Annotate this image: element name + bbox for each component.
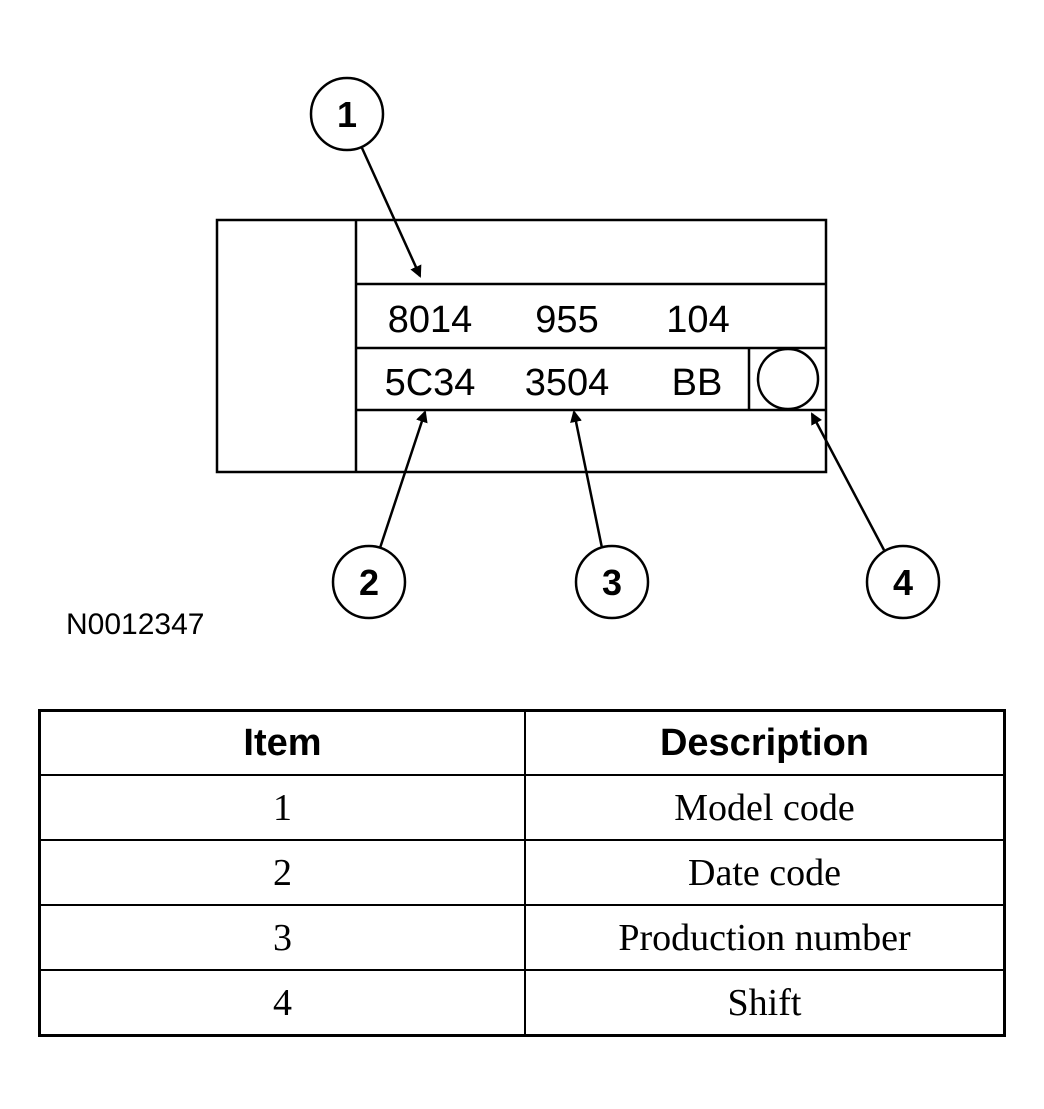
date-code-value: 5C34 [385,362,476,404]
table-row: 2 Date code [38,839,1006,906]
id-label [215,218,828,474]
model-code-part-2: 955 [535,299,598,341]
description-cell: Model code [524,774,1006,841]
legend-table: Item Description 1 Model code 2 Date cod… [38,709,1006,1037]
header-description: Description [524,709,1006,776]
item-cell: 1 [38,774,526,841]
callout-3-circle [574,544,650,620]
callout-4-leader [810,412,886,551]
callout-3-number: 3 [602,562,622,603]
callout-2-leader [378,410,428,549]
item-cell: 4 [38,969,526,1037]
callout-1-circle [309,76,385,152]
model-code-part-3: 104 [666,299,729,341]
callout-3-leader [570,410,604,549]
table-header-row: Item Description [38,709,1006,776]
production-number-value: 3504 [525,362,610,404]
shift-letters-value: BB [672,362,723,404]
item-cell: 3 [38,904,526,971]
label-diagram: 8014 955 104 5C34 3504 BB 1 2 3 4 N00123… [66,76,941,641]
header-item: Item [38,709,526,776]
description-cell: Production number [524,904,1006,971]
callout-2-circle [331,544,407,620]
description-cell: Date code [524,839,1006,906]
description-cell: Shift [524,969,1006,1037]
table-row: 4 Shift [38,969,1006,1037]
callout-1-number: 1 [337,94,357,135]
callout-4-circle [865,544,941,620]
callout-4-number: 4 [893,562,913,603]
callout-1-leader [360,147,422,278]
item-cell: 2 [38,839,526,906]
table-row: 3 Production number [38,904,1006,971]
shift-circle-mark [756,347,820,411]
model-code-part-1: 8014 [388,299,473,341]
figure-reference-id: N0012347 [66,608,204,641]
callout-2-number: 2 [359,562,379,603]
table-row: 1 Model code [38,774,1006,841]
